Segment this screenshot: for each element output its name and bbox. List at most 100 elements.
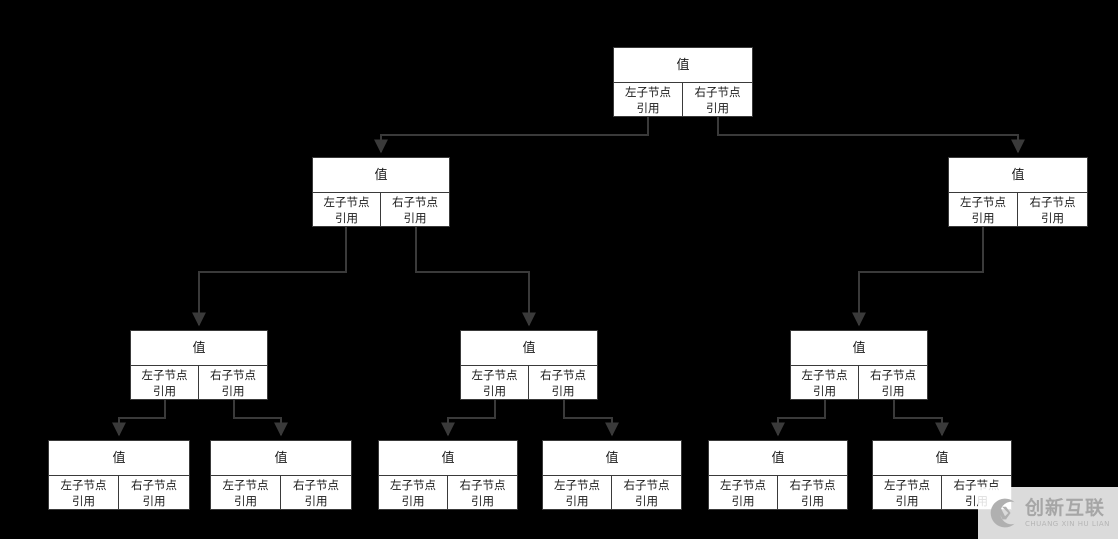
right-child-pointer-cell: 右子节点引用: [1018, 193, 1087, 227]
right-pointer-line2: 引用: [304, 494, 328, 508]
right-child-pointer-cell: 右子节点引用: [199, 366, 267, 400]
left-child-pointer-cell: 左子节点引用: [543, 476, 612, 510]
right-child-pointer-cell: 右子节点引用: [612, 476, 681, 510]
right-pointer-line1: 右子节点: [540, 368, 586, 382]
edge-n1-left: [192, 227, 347, 327]
node-pointer-row: 左子节点引用右子节点引用: [614, 83, 752, 117]
tree-node[interactable]: 值左子节点引用右子节点引用: [130, 330, 268, 400]
tree-node[interactable]: 值左子节点引用右子节点引用: [48, 440, 190, 510]
right-pointer-line2: 引用: [221, 384, 245, 398]
left-pointer-line1: 左子节点: [222, 478, 269, 492]
right-pointer-line1: 右子节点: [789, 478, 836, 492]
right-pointer-line2: 引用: [881, 384, 905, 398]
node-value-cell: 值: [131, 331, 267, 366]
left-pointer-line2: 引用: [401, 494, 425, 508]
left-pointer-line1: 左子节点: [625, 85, 671, 99]
right-pointer-line1: 右子节点: [1029, 195, 1076, 209]
right-pointer-line2: 引用: [471, 494, 494, 508]
left-pointer-line2: 引用: [72, 494, 95, 508]
right-pointer-line2: 引用: [403, 211, 427, 225]
right-pointer-line2: 引用: [706, 101, 729, 115]
node-pointer-row: 左子节点引用右子节点引用: [379, 476, 517, 510]
node-value-cell: 值: [211, 441, 351, 476]
edge-n1-right: [415, 227, 536, 327]
node-value-cell: 值: [949, 158, 1087, 193]
tree-node[interactable]: 值左子节点引用右子节点引用: [542, 440, 682, 510]
right-pointer-line2: 引用: [635, 494, 658, 508]
left-pointer-line1: 左子节点: [720, 478, 766, 492]
edge-n3-right: [233, 400, 288, 437]
right-child-pointer-cell: 右子节点引用: [119, 476, 189, 510]
edge-n5-left: [771, 400, 826, 437]
right-child-pointer-cell: 右子节点引用: [683, 83, 752, 117]
tree-node[interactable]: 值左子节点引用右子节点引用: [872, 440, 1012, 510]
node-pointer-row: 左子节点引用右子节点引用: [131, 366, 267, 400]
cx-circle-logo-icon: [990, 498, 1015, 528]
edge-n4-right: [563, 400, 619, 437]
edge-n5-right: [893, 400, 949, 437]
watermark-pinyin: CHUANG XIN HU LIAN: [1025, 519, 1110, 528]
watermark-chinese: 创新互联: [1025, 496, 1106, 519]
right-child-pointer-cell: 右子节点引用: [381, 193, 449, 227]
right-child-pointer-cell: 右子节点引用: [778, 476, 847, 510]
node-pointer-row: 左子节点引用右子节点引用: [313, 193, 449, 227]
node-pointer-row: 左子节点引用右子节点引用: [461, 366, 597, 400]
left-pointer-line1: 左子节点: [960, 195, 1006, 209]
right-pointer-line2: 引用: [1041, 211, 1064, 225]
left-child-pointer-cell: 左子节点引用: [379, 476, 448, 510]
right-pointer-line2: 引用: [551, 384, 575, 398]
watermark: 创新互联 CHUANG XIN HU LIAN: [978, 487, 1118, 539]
watermark-text: 创新互联 CHUANG XIN HU LIAN: [1025, 496, 1110, 528]
left-pointer-line1: 左子节点: [390, 478, 436, 492]
left-child-pointer-cell: 左子节点引用: [949, 193, 1018, 227]
right-pointer-line2: 引用: [801, 494, 824, 508]
right-pointer-line1: 右子节点: [623, 478, 670, 492]
left-child-pointer-cell: 左子节点引用: [461, 366, 529, 400]
right-child-pointer-cell: 右子节点引用: [859, 366, 927, 400]
tree-node[interactable]: 值左子节点引用右子节点引用: [708, 440, 848, 510]
right-pointer-line1: 右子节点: [210, 368, 256, 382]
right-child-pointer-cell: 右子节点引用: [281, 476, 351, 510]
tree-node[interactable]: 值左子节点引用右子节点引用: [948, 157, 1088, 227]
left-pointer-line1: 左子节点: [471, 368, 518, 382]
left-pointer-line2: 引用: [335, 211, 358, 225]
right-pointer-line1: 右子节点: [694, 85, 741, 99]
node-pointer-row: 左子节点引用右子节点引用: [211, 476, 351, 510]
tree-node[interactable]: 值左子节点引用右子节点引用: [312, 157, 450, 227]
node-value-cell: 值: [873, 441, 1011, 476]
node-value-cell: 值: [614, 48, 752, 83]
left-pointer-line2: 引用: [636, 101, 660, 115]
node-value-cell: 值: [709, 441, 847, 476]
tree-node[interactable]: 值左子节点引用右子节点引用: [378, 440, 518, 510]
left-pointer-line1: 左子节点: [323, 195, 370, 209]
node-value-cell: 值: [543, 441, 681, 476]
left-pointer-line2: 引用: [895, 494, 919, 508]
edge-n0-right: [717, 117, 1025, 154]
tree-node[interactable]: 值左子节点引用右子节点引用: [613, 47, 753, 117]
left-child-pointer-cell: 左子节点引用: [709, 476, 778, 510]
left-pointer-line2: 引用: [234, 494, 257, 508]
edge-n3-left: [112, 400, 166, 437]
left-pointer-line1: 左子节点: [801, 368, 848, 382]
node-pointer-row: 左子节点引用右子节点引用: [791, 366, 927, 400]
right-pointer-line1: 右子节点: [131, 478, 177, 492]
left-pointer-line2: 引用: [731, 494, 755, 508]
right-pointer-line1: 右子节点: [293, 478, 339, 492]
node-value-cell: 值: [49, 441, 189, 476]
right-child-pointer-cell: 右子节点引用: [448, 476, 517, 510]
left-child-pointer-cell: 左子节点引用: [211, 476, 281, 510]
left-child-pointer-cell: 左子节点引用: [791, 366, 859, 400]
tree-node[interactable]: 值左子节点引用右子节点引用: [460, 330, 598, 400]
left-pointer-line1: 左子节点: [141, 368, 188, 382]
edge-n0-left: [374, 117, 649, 154]
edge-n2-left: [852, 227, 984, 327]
tree-node[interactable]: 值左子节点引用右子节点引用: [790, 330, 928, 400]
left-child-pointer-cell: 左子节点引用: [131, 366, 199, 400]
left-child-pointer-cell: 左子节点引用: [313, 193, 381, 227]
left-pointer-line2: 引用: [971, 211, 995, 225]
edge-n4-left: [441, 400, 496, 437]
node-pointer-row: 左子节点引用右子节点引用: [543, 476, 681, 510]
tree-node[interactable]: 值左子节点引用右子节点引用: [210, 440, 352, 510]
left-child-pointer-cell: 左子节点引用: [49, 476, 119, 510]
